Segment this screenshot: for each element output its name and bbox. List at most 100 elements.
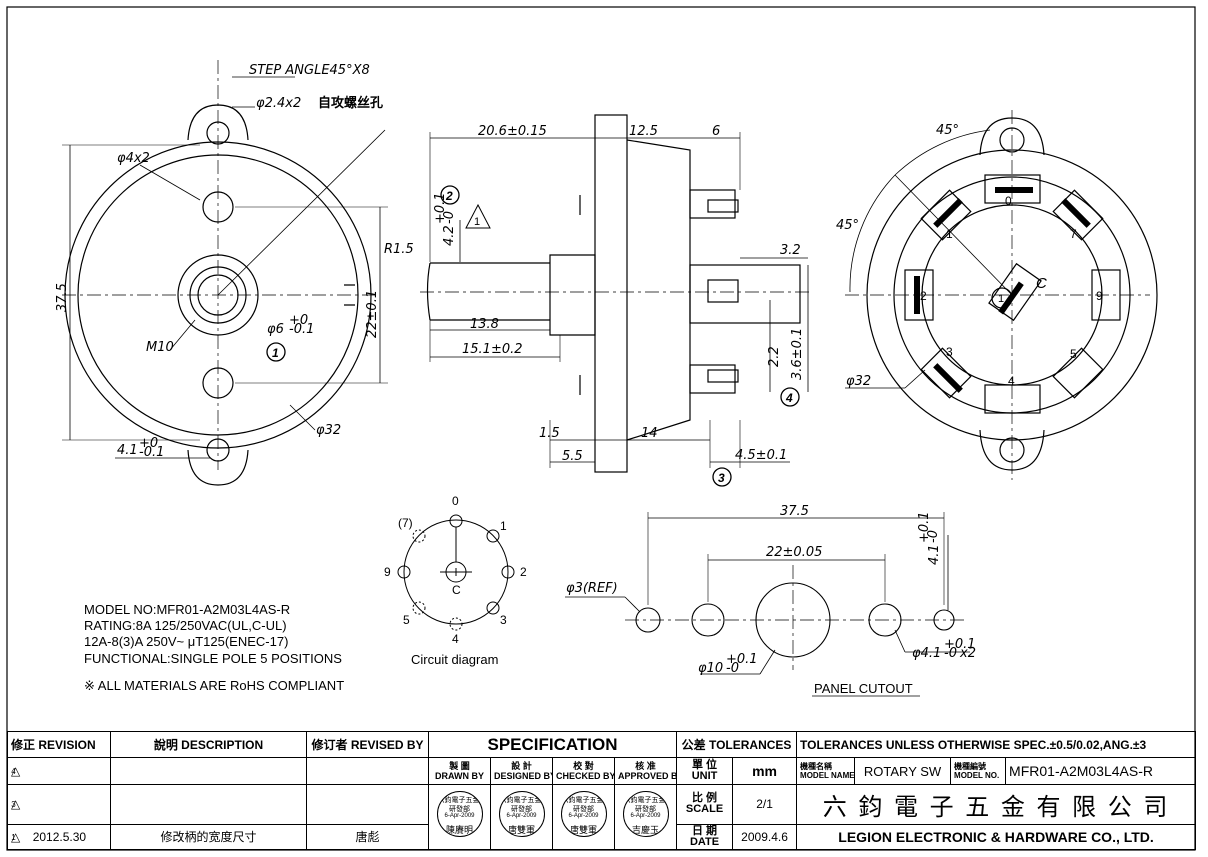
cd-2: 2 [520, 565, 527, 579]
pos-4: 4 [1008, 374, 1015, 388]
panel-41x2-tol-bot: -0 [944, 646, 957, 661]
panel-22: 22±0.05 [766, 545, 822, 560]
date-value: 2009.4.6 [732, 823, 798, 851]
rev-row-3: △3 [7, 783, 111, 825]
note-rating: RATING:8A 125/250VAC(UL,C-UL) [84, 618, 287, 633]
callout-3: 3 [718, 471, 725, 485]
cd-3: 3 [500, 613, 507, 627]
panel-41x2: φ4.1 [912, 646, 941, 661]
rev-1-by: 唐彪 [306, 823, 429, 851]
rev-header: 修正 REVISION [7, 730, 111, 759]
pos-3: 3 [946, 345, 953, 359]
note-rating2: 12A-8(3)A 250V~ μT125(ENEC-17) [84, 634, 289, 649]
dim-len-14: 14 [641, 426, 658, 441]
callout-4-circle [780, 387, 800, 407]
panel-41-tol-bot: -0 [926, 530, 941, 543]
dim-len-32: 3.2 [780, 243, 801, 258]
callout-1-circle [266, 342, 286, 362]
dim-len-55: 5.5 [562, 449, 583, 464]
dim-41-left-tol-bot: -0.1 [139, 445, 164, 460]
title-block: 修正 REVISION 說明 DESCRIPTION 修订者 REVISED B… [7, 730, 1197, 851]
callout-3-circle [712, 467, 732, 487]
pos-c: C [1036, 275, 1047, 292]
pos-2: 2 [920, 289, 927, 303]
desc-header: 說明 DESCRIPTION [110, 730, 307, 759]
panel-10-tol-bot: -0 [726, 661, 739, 676]
scale-value: 2/1 [732, 783, 798, 825]
back-view [845, 110, 1158, 480]
dim-m10: M10 [146, 340, 174, 355]
terminal-bars [914, 187, 1091, 393]
dim-len-15: 1.5 [539, 426, 560, 441]
dim-step-angle: STEP ANGLE45°X8 [249, 63, 370, 78]
circuit-diagram [397, 514, 515, 631]
cd-1: 1 [500, 519, 507, 533]
dim-hole-4x2: φ4x2 [117, 151, 150, 166]
panel-41x2-tol-top: +0.1 [944, 637, 976, 652]
panel-41-tol-top: +0.1 [917, 511, 932, 543]
cd-9: 9 [384, 565, 391, 579]
pos-9: 9 [1096, 289, 1103, 303]
panel-10-tol-top: +0.1 [726, 652, 758, 667]
cd-0: 0 [452, 494, 459, 508]
rev-1-desc: 修改柄的宽度尺寸 [110, 823, 307, 851]
company-en: LEGION ELECTRONIC & HARDWARE CO., LTD. [796, 823, 1197, 851]
drawing-border [6, 6, 1196, 851]
panel-375: 37.5 [780, 504, 809, 519]
dim-dia6-tol-top: +0 [289, 313, 308, 328]
model-no-value: MFR01-A2M03L4AS-R [1005, 757, 1197, 785]
panel-ref: φ3(REF) [566, 581, 618, 596]
dim-hole-top: φ2.4x2 [256, 96, 301, 111]
dim-41-left-tol-top: +0 [139, 436, 158, 451]
pos-center-1: 1 [998, 293, 1004, 305]
dim-angle45-a: 45° [936, 123, 959, 138]
tri-1-shape [465, 203, 491, 229]
revby-header: 修订者 REVISED BY [306, 730, 429, 759]
dim-dia6-tol-bot: -0.1 [289, 322, 314, 337]
dim-len-151: 15.1±0.2 [462, 342, 523, 357]
side-view [420, 114, 810, 473]
dim-len-6: 6 [712, 124, 720, 139]
pos-1: 1 [946, 227, 953, 241]
dim-angle45-b: 45° [836, 218, 859, 233]
note-rohs: ※ ALL MATERIALS ARE RoHS COMPLIANT [84, 678, 345, 693]
spec-title: SPECIFICATION [427, 730, 678, 759]
dim-42-tol-bot: -0 [442, 211, 457, 224]
callout-2: 2 [445, 189, 453, 203]
note-model: MODEL NO:MFR01-A2M03L4AS-R [84, 602, 291, 617]
dim-hole-top-cn: 自攻螺丝孔 [318, 95, 383, 111]
tol-text: TOLERANCES UNLESS OTHERWISE SPEC.±0.5/0.… [796, 730, 1197, 759]
dim-dia6: φ6 [267, 322, 284, 337]
cd-4: 4 [452, 632, 459, 646]
unit-value: mm [732, 757, 798, 785]
front-view [62, 60, 388, 486]
dim-375-left: 37.5 [55, 283, 70, 312]
callout-4: 4 [785, 391, 793, 405]
dim-22-left: 22±0.1 [365, 290, 380, 338]
tol-header: 公差 TOLERANCES [676, 730, 798, 759]
dim-len-45: 4.5±0.1 [735, 448, 787, 463]
panel-10: φ10 [698, 661, 723, 676]
pos-7: 7 [1070, 227, 1077, 241]
dim-len-22: 2.2 [767, 346, 782, 367]
dim-len-206: 20.6±0.15 [478, 124, 547, 139]
panel-cutout [565, 512, 970, 697]
dim-41-left: 4.1 [117, 443, 138, 458]
dim-dia32-left: φ32 [316, 423, 341, 438]
note-functional: FUNCTIONAL:SINGLE POLE 5 POSITIONS [84, 651, 342, 666]
